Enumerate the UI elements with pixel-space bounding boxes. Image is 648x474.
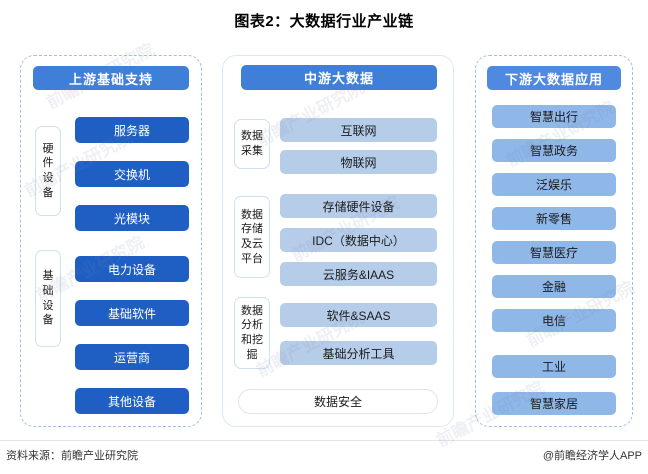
group-label-char: 备 (42, 314, 54, 327)
group-label-line: 平台 (241, 252, 263, 265)
group-label-char: 件 (42, 157, 54, 170)
group-label-char: 础 (42, 284, 54, 297)
midstream-item-idc[interactable]: IDC（数据中心） (280, 228, 437, 252)
upstream-item-optical-module[interactable]: 光模块 (75, 205, 189, 231)
upstream-item-power-equipment[interactable]: 电力设备 (75, 256, 189, 282)
midstream-item-iot[interactable]: 物联网 (280, 150, 437, 174)
group-label-char: 备 (42, 186, 54, 199)
downstream-header[interactable]: 下游大数据应用 (487, 66, 621, 90)
group-label-line: 存储 (241, 223, 263, 236)
group-label-data-collection: 数据 采集 (234, 119, 270, 169)
downstream-item-finance[interactable]: 金融 (492, 275, 616, 298)
page-title: 图表2：大数据行业产业链 (234, 13, 414, 30)
upstream-item-base-software[interactable]: 基础软件 (75, 300, 189, 326)
group-label-data-analysis-mining: 数据 分析 和挖 掘 (234, 297, 270, 369)
upstream-item-operator[interactable]: 运营商 (75, 344, 189, 370)
attribution-label: @前瞻经济学人APP (542, 450, 642, 462)
downstream-item-telecom[interactable]: 电信 (492, 309, 616, 332)
group-label-line: 及云 (241, 238, 263, 250)
group-label-char: 设 (42, 299, 54, 312)
group-label-line: 数据 (241, 130, 263, 143)
group-label-char: 基 (42, 270, 54, 283)
downstream-item-smart-medical[interactable]: 智慧医疗 (492, 241, 616, 264)
upstream-column-container (20, 55, 202, 427)
group-label-char: 设 (42, 172, 54, 184)
group-label-line: 数据 (241, 304, 263, 317)
midstream-item-storage-hardware[interactable]: 存储硬件设备 (280, 194, 437, 218)
footer-divider (0, 440, 648, 441)
group-label-char: 硬 (42, 142, 54, 155)
group-label-line: 分析 (241, 319, 263, 332)
upstream-header[interactable]: 上游基础支持 (33, 66, 189, 90)
source-label: 资料来源：前瞻产业研究院 (6, 450, 138, 462)
group-label-hardware: 硬 件 设 备 (35, 126, 61, 216)
midstream-item-data-security[interactable]: 数据安全 (238, 389, 438, 414)
upstream-item-other-equipment[interactable]: 其他设备 (75, 388, 189, 414)
midstream-item-analysis-tools[interactable]: 基础分析工具 (280, 341, 437, 365)
group-label-line: 掘 (246, 348, 258, 361)
group-label-line: 和挖 (241, 334, 263, 346)
group-label-line: 采集 (241, 145, 263, 157)
midstream-header[interactable]: 中游大数据 (241, 65, 437, 90)
downstream-item-industry[interactable]: 工业 (492, 355, 616, 378)
downstream-item-smart-home[interactable]: 智慧家居 (492, 392, 616, 415)
group-label-data-storage-cloud: 数据 存储 及云 平台 (234, 196, 270, 278)
upstream-item-switch[interactable]: 交换机 (75, 161, 189, 187)
downstream-item-smart-travel[interactable]: 智慧出行 (492, 105, 616, 128)
midstream-item-internet[interactable]: 互联网 (280, 118, 437, 142)
downstream-item-new-retail[interactable]: 新零售 (492, 207, 616, 230)
group-label-line: 数据 (241, 208, 263, 221)
downstream-item-entertainment[interactable]: 泛娱乐 (492, 173, 616, 196)
midstream-item-software-saas[interactable]: 软件&SAAS (280, 303, 437, 327)
upstream-item-server[interactable]: 服务器 (75, 117, 189, 143)
group-label-base-facility: 基 础 设 备 (35, 250, 61, 347)
downstream-item-smart-government[interactable]: 智慧政务 (492, 139, 616, 162)
midstream-item-cloud-iaas[interactable]: 云服务&IAAS (280, 262, 437, 286)
